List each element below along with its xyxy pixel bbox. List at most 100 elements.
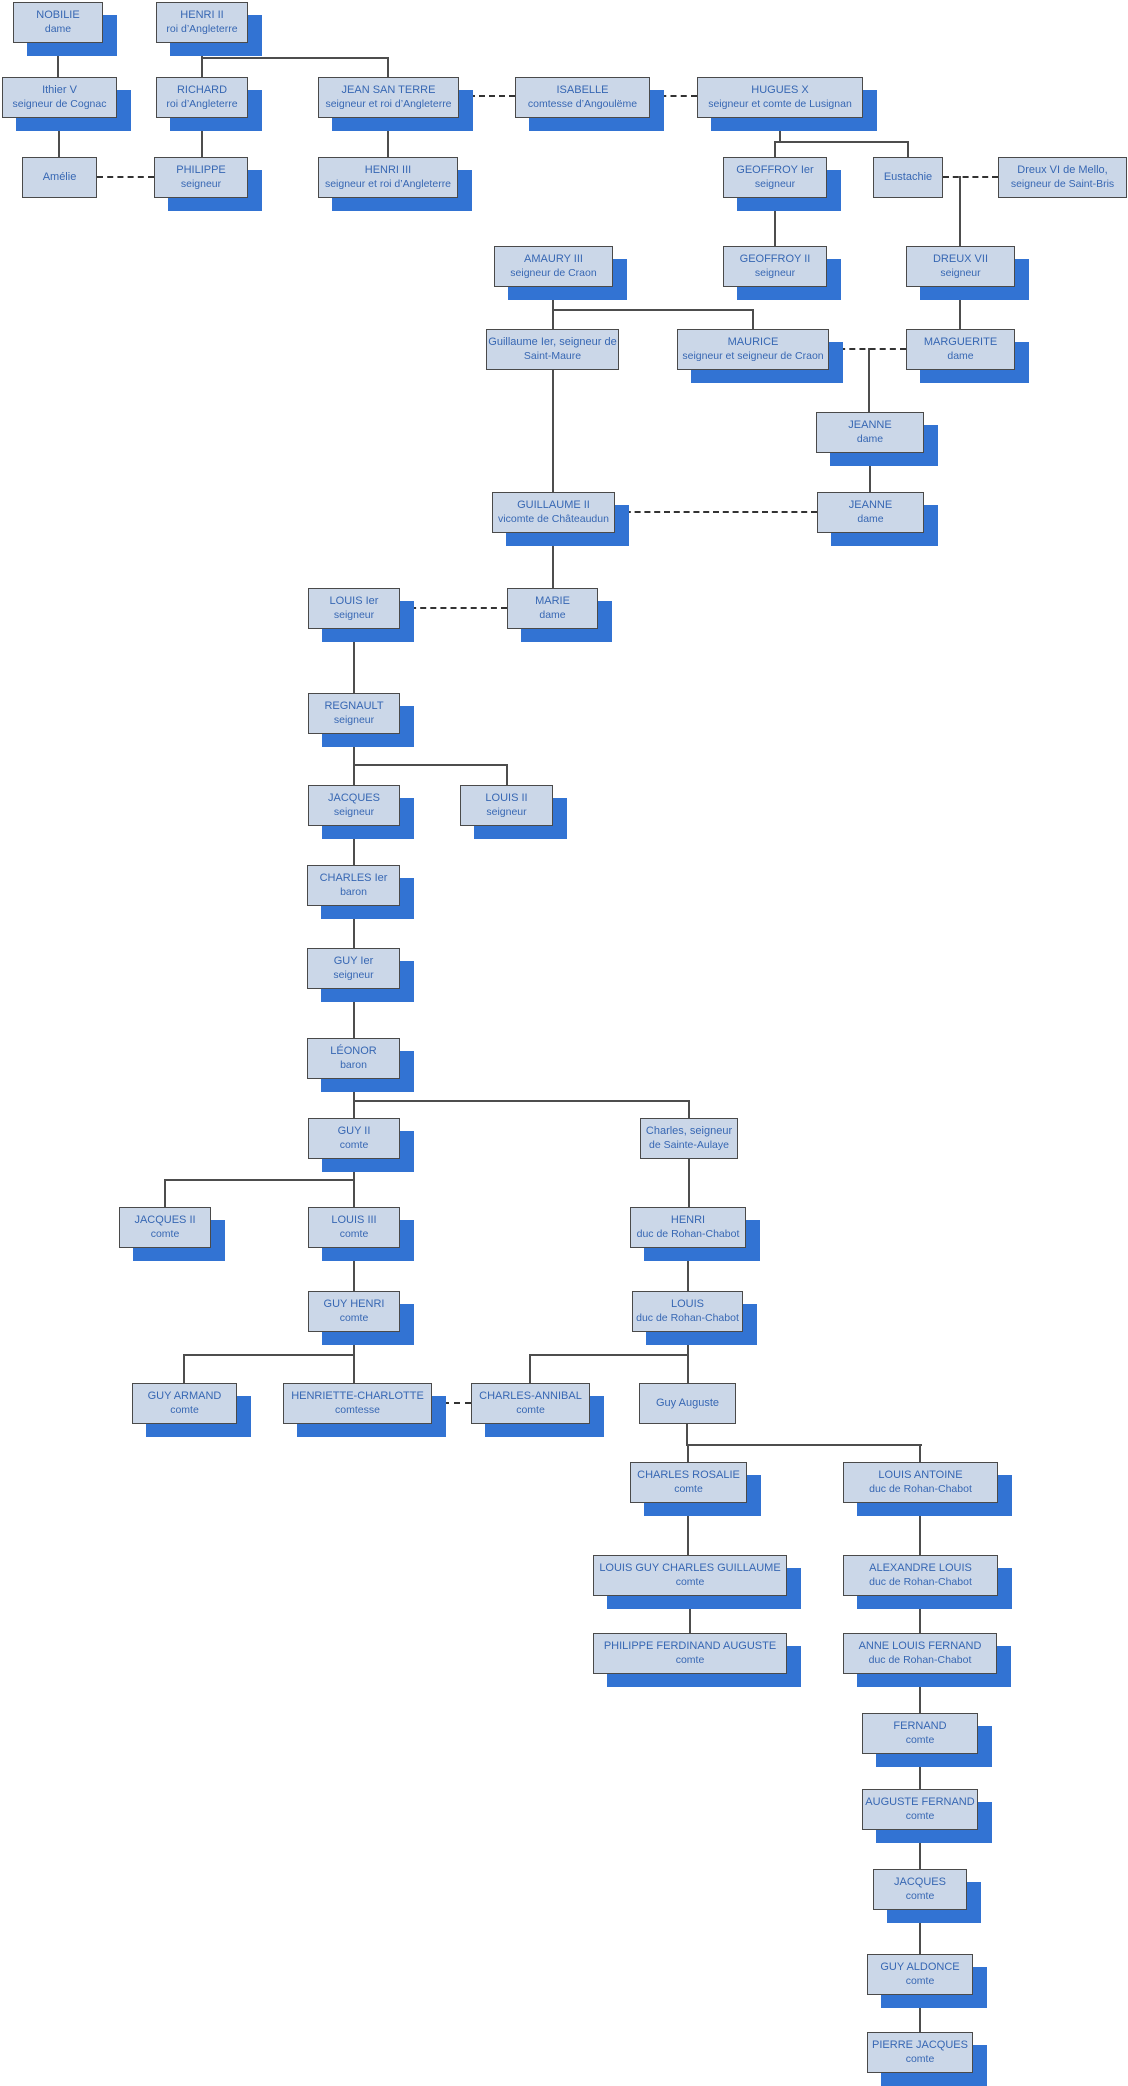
person-name: AUGUSTE FERNAND	[865, 1796, 975, 1808]
descent-connector-line	[688, 1100, 690, 1118]
person-title: comte	[516, 1403, 545, 1416]
person-name: LÉONOR	[330, 1045, 377, 1057]
descent-connector-line	[959, 287, 961, 329]
person-name: HENRI II	[180, 9, 224, 21]
descent-connector-line	[689, 1596, 691, 1633]
descent-connector-line	[353, 1100, 355, 1118]
descent-connector-line	[687, 1444, 689, 1462]
descent-connector-line	[907, 141, 909, 157]
tree-node-eustachie[interactable]: Eustachie	[873, 157, 943, 198]
descent-connector-line	[353, 764, 355, 785]
tree-node-dreux-vi-de-mello[interactable]: Dreux VI de Mello,seigneur de Saint-Bris	[998, 157, 1127, 198]
person-name: HENRI III	[364, 164, 412, 176]
person-title: comte	[170, 1403, 199, 1416]
person-name: LOUIS II	[485, 792, 528, 804]
person-name: GUY Ier	[333, 955, 374, 967]
tree-node-guy-auguste[interactable]: Guy Auguste	[639, 1383, 736, 1424]
person-name: PIERRE JACQUES	[872, 2039, 968, 2051]
descent-connector-line	[183, 1354, 355, 1356]
person-name: CHARLES ROSALIE	[637, 1469, 740, 1481]
person-name: Guy Auguste	[656, 1396, 719, 1409]
person-name: GUY II	[337, 1125, 371, 1137]
person-title: duc de Rohan-Chabot	[868, 1653, 972, 1666]
descent-connector-line	[353, 989, 355, 1038]
marriage-connector-line	[459, 95, 515, 97]
person-title: duc de Rohan-Chabot	[869, 1482, 972, 1495]
person-title: comte	[339, 1138, 369, 1151]
person-name: GEOFFROY II	[739, 253, 811, 265]
person-name: FERNAND	[893, 1720, 947, 1732]
descent-connector-line	[959, 176, 961, 246]
person-title: comtesse	[335, 1403, 380, 1416]
person-title: comte	[675, 1575, 705, 1588]
descent-connector-line	[529, 1354, 531, 1383]
descent-connector-line	[752, 309, 754, 329]
person-name: GUY HENRI	[323, 1298, 385, 1310]
person-title: comte	[150, 1227, 180, 1240]
person-name: JACQUES II	[134, 1214, 196, 1226]
person-title: duc de Rohan-Chabot	[636, 1227, 740, 1240]
person-title: seigneur	[333, 713, 375, 726]
descent-connector-line	[387, 57, 389, 77]
person-title: dame	[857, 512, 884, 525]
descent-connector-line	[552, 309, 554, 329]
person-title: baron	[340, 1058, 367, 1071]
descent-connector-line	[506, 764, 508, 785]
descent-connector-line	[919, 1596, 921, 1633]
marriage-connector-line	[829, 348, 906, 350]
descent-connector-line	[57, 43, 59, 77]
person-title: seigneur et seigneur de Craon	[682, 349, 824, 362]
tree-node-amelie[interactable]: Amélie	[22, 157, 97, 198]
person-title: comte	[905, 1809, 935, 1822]
